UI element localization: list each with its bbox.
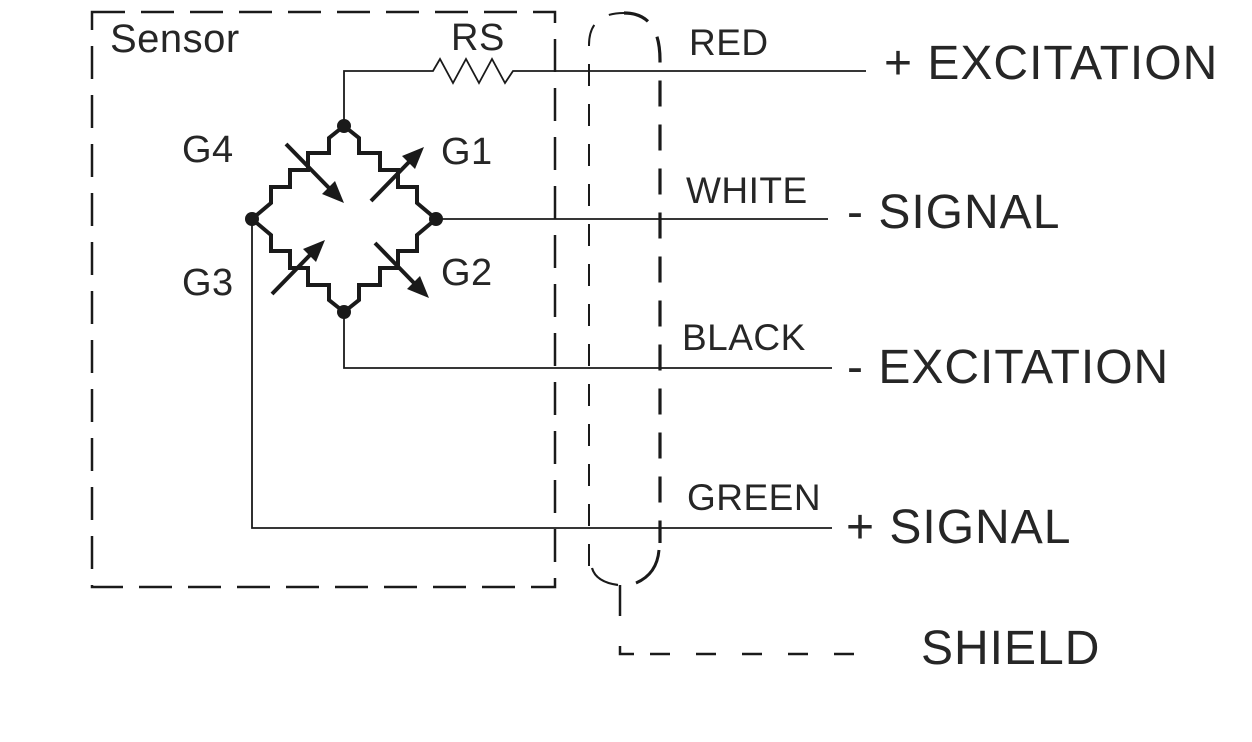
gauge-arrow-g4 (284, 142, 344, 203)
bridge-edge-g1 (342, 124, 438, 221)
red-wire (343, 57, 866, 128)
sensor-label: Sensor (110, 17, 240, 61)
bridge-node-left (245, 212, 259, 226)
terminal-label-negative-signal: - SIGNAL (847, 186, 1061, 239)
terminal-label-shield: SHIELD (921, 622, 1101, 675)
gauge-label-g2: G2 (441, 252, 493, 294)
cable-shield-outline (588, 11, 868, 656)
bridge-nodes (245, 119, 443, 319)
gauge-arrow-g1 (369, 147, 424, 203)
series-resistor-label: RS (451, 17, 505, 59)
cable-funnel-left (590, 567, 619, 587)
gauge-arrow-g3 (270, 240, 325, 296)
sensor-box-outline (90, 10, 557, 589)
gauge-label-g3: G3 (182, 262, 234, 304)
black-wire (343, 312, 832, 369)
bridge-node-top (337, 119, 351, 133)
cable-sheath-left (588, 12, 625, 566)
gauge-arrow-g2 (373, 241, 429, 298)
shield-corner (618, 646, 634, 656)
wire-color-label-red: RED (689, 22, 769, 63)
gauge-arrows (270, 142, 429, 298)
wire-color-label-white: WHITE (686, 170, 808, 211)
gauge-label-g1: G1 (441, 131, 493, 173)
gauge-label-g4: G4 (182, 129, 234, 171)
green-wire (251, 219, 832, 529)
bridge-node-bottom (337, 305, 351, 319)
bridge-edge-g2 (342, 217, 438, 314)
cable-funnel-right (635, 549, 661, 585)
terminal-label-negative-excitation: - EXCITATION (847, 341, 1170, 394)
terminal-label-positive-signal: + SIGNAL (846, 501, 1072, 554)
bridge (250, 124, 438, 314)
wire-color-label-green: GREEN (687, 477, 822, 518)
terminal-label-positive-excitation: + EXCITATION (884, 37, 1219, 90)
cable-sheath-right (623, 11, 662, 543)
bridge-node-right (429, 212, 443, 226)
bridge-edge-g4 (250, 124, 346, 221)
wire-color-label-black: BLACK (682, 317, 806, 358)
